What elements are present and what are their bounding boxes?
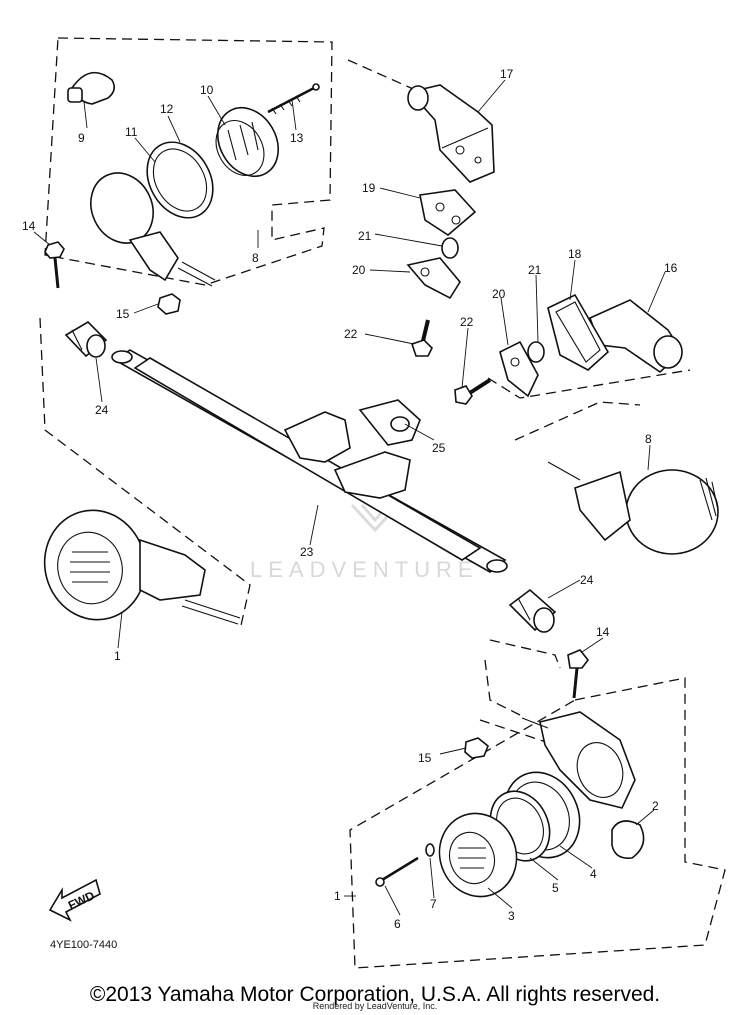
label-1-left: 1 (114, 649, 121, 663)
watermark: LEADVENTURE (250, 503, 479, 582)
bolt-14-upper (44, 241, 65, 289)
collar-21-upper (441, 237, 459, 259)
label-23: 23 (300, 545, 314, 559)
washer-7 (425, 843, 435, 857)
label-8-upper: 8 (252, 251, 259, 265)
label-14-upper: 14 (22, 219, 36, 233)
part-labels: 9 10 11 12 13 14 15 8 17 19 21 20 22 18 … (22, 67, 678, 931)
label-25: 25 (432, 441, 446, 455)
label-16: 16 (664, 261, 678, 275)
label-15-upper: 15 (116, 307, 130, 321)
left-signal-outline (39, 317, 251, 631)
housing-right (521, 711, 636, 809)
label-8-right: 8 (645, 432, 652, 446)
lens-11 (90, 172, 216, 287)
label-20-upper: 20 (352, 263, 366, 277)
label-17: 17 (500, 67, 514, 81)
fwd-arrow-icon: FWD (48, 878, 101, 922)
bolt-22-upper (410, 319, 433, 357)
lens-3 (438, 812, 518, 898)
screw-13 (267, 83, 320, 115)
label-22-right: 22 (460, 315, 474, 329)
collar-21-right (527, 341, 545, 363)
drawing-code: 4YE100-7440 (50, 939, 117, 951)
bulb-2 (611, 820, 645, 860)
label-15-lower: 15 (418, 751, 432, 765)
label-18: 18 (568, 247, 582, 261)
rendered-by-credit: Rendered by LeadVenture, Inc. (312, 1001, 438, 1011)
screw-6 (375, 856, 419, 887)
collar-24-left (64, 320, 108, 358)
label-24-right: 24 (580, 573, 594, 587)
label-1-lower: 1 (334, 889, 341, 903)
label-7: 7 (430, 897, 437, 911)
upper-right-assembly-outline (347, 59, 691, 399)
label-9: 9 (78, 131, 85, 145)
plate-19 (419, 189, 477, 236)
upper-left-assembly-outline (44, 37, 333, 286)
label-20-right: 20 (492, 287, 506, 301)
signal-body-16 (588, 299, 684, 374)
label-6: 6 (394, 917, 401, 931)
nut-15-lower (464, 737, 489, 759)
nut-15-upper (157, 293, 181, 315)
label-4: 4 (590, 867, 597, 881)
label-5: 5 (552, 881, 559, 895)
front-right-signal-outline (514, 401, 641, 441)
label-14-lower: 14 (596, 625, 610, 639)
mounting-stay-23 (111, 349, 508, 573)
bolt-22-right (454, 378, 492, 405)
bolt-14-lower (567, 649, 590, 699)
parts-diagram: LEADVENTURE (22, 37, 726, 969)
collar-24-right (508, 588, 557, 633)
signal-1-left (43, 509, 241, 625)
label-2: 2 (652, 799, 659, 813)
label-12: 12 (160, 102, 174, 116)
front-right-signal-8 (547, 461, 719, 555)
lower-right-assembly-outline (349, 639, 726, 969)
label-19: 19 (362, 181, 376, 195)
copyright-notice: ©2013 Yamaha Motor Corporation, U.S.A. A… (89, 983, 661, 1006)
fwd-label: FWD (66, 888, 97, 912)
ring-10 (215, 107, 279, 177)
label-22-upper: 22 (344, 327, 358, 341)
bulb-9 (67, 71, 116, 105)
bracket-20-upper (406, 257, 461, 300)
label-24-left: 24 (95, 403, 109, 417)
label-10: 10 (200, 83, 214, 97)
label-13: 13 (290, 131, 304, 145)
label-21-right: 21 (528, 263, 542, 277)
watermark-text: LEADVENTURE (250, 557, 479, 582)
label-11: 11 (125, 125, 138, 139)
label-3: 3 (508, 909, 515, 923)
rim-12 (146, 141, 214, 219)
bracket-20-right (499, 340, 539, 398)
bracket-17 (407, 84, 495, 183)
label-21-upper: 21 (358, 229, 372, 243)
leader-lines (33, 79, 666, 916)
